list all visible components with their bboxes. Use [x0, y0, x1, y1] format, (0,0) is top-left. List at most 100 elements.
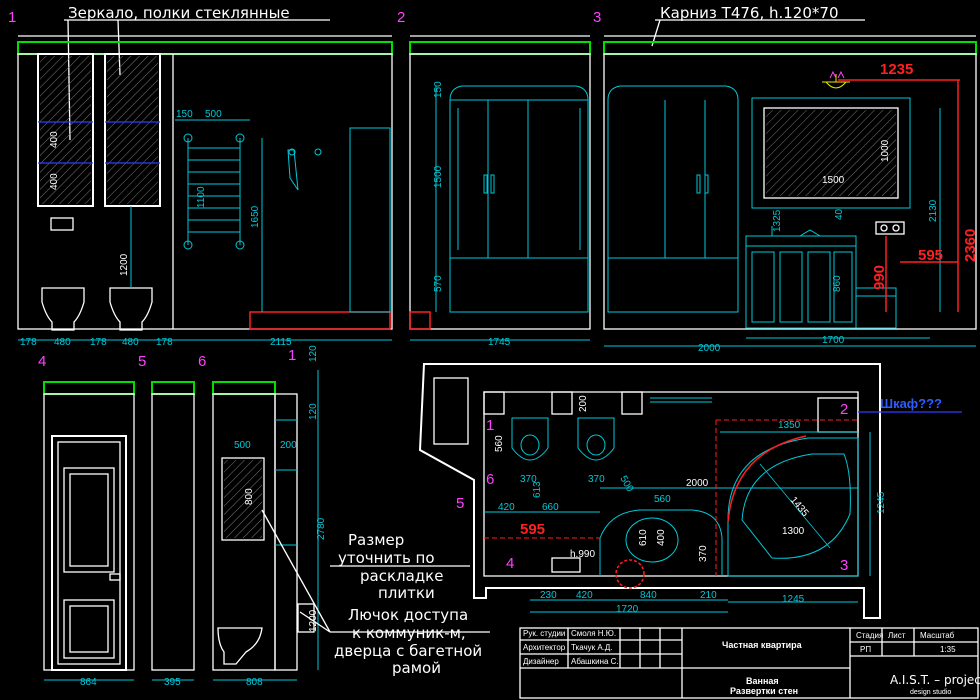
- cornice: [17, 41, 393, 55]
- dim-570: 570: [433, 275, 444, 292]
- elevation-2: 2 150 1500 570 1745: [397, 9, 591, 348]
- elevation-6-number: 6: [198, 353, 206, 370]
- dim-420-b: 420: [576, 590, 593, 601]
- socket-plan: [551, 557, 581, 573]
- niche: [274, 393, 298, 671]
- note-hatch-2: к коммуник-м,: [352, 624, 466, 642]
- corner-bath: [727, 437, 859, 577]
- dim-210: 210: [700, 590, 717, 601]
- wall-outline: [151, 393, 195, 671]
- note-wardrobe: Шкаф???: [880, 396, 942, 411]
- note-tile-size-1: Размер: [348, 531, 404, 549]
- elevation-6: 6 1 800 500 200 120 120 2780 1200 808: [198, 345, 490, 688]
- dim-500-diag: 500: [617, 474, 635, 494]
- dim-1245-v: 1245: [876, 491, 887, 514]
- dim-200-e6: 200: [280, 440, 297, 451]
- dim-230: 230: [540, 590, 557, 601]
- dim-178-a: 178: [20, 337, 37, 348]
- note-hatch-1: Лючок доступа: [348, 606, 468, 624]
- dim-2000-e3: 2000: [698, 343, 721, 354]
- plan-marker-2: 2: [840, 401, 848, 418]
- door-leaf: [51, 435, 127, 671]
- dim-800: 800: [244, 488, 255, 505]
- vanity-plan: [599, 509, 723, 576]
- dim-560-b: 560: [654, 494, 671, 505]
- tb-project: Частная квартира: [722, 640, 803, 650]
- dim-1745: 1745: [488, 337, 511, 348]
- dim-1350: 1350: [778, 420, 801, 431]
- dim-480-a: 480: [54, 337, 71, 348]
- dim-200-plan: 200: [578, 395, 589, 412]
- plan-marker-5: 5: [456, 495, 464, 512]
- note-tile-size-3: раскладке: [360, 567, 443, 585]
- towel-rail: [175, 119, 263, 312]
- dim-2115: 2115: [270, 337, 292, 348]
- dim-1000: 1000: [880, 139, 891, 162]
- dim-1300: 1300: [782, 526, 805, 537]
- tb-sheet-title: Развертки стен: [730, 686, 798, 696]
- dim-1500: 1500: [433, 165, 444, 188]
- dim-370-c: 370: [698, 545, 709, 562]
- dim-660: 660: [542, 502, 559, 513]
- dim-400-a: 400: [49, 131, 60, 148]
- dim-500-rail: 500: [205, 109, 222, 120]
- tb-scale-label: Масштаб: [920, 631, 955, 640]
- cabinet-plan: [817, 397, 859, 433]
- cornice: [603, 41, 977, 55]
- tb-role-2: Архитектор: [523, 643, 566, 652]
- dim-500-e6: 500: [234, 440, 251, 451]
- shower-cabin: [435, 85, 589, 313]
- dim-480-b: 480: [122, 337, 139, 348]
- wall-outline: [17, 53, 393, 330]
- dim-420-a: 420: [498, 502, 515, 513]
- cornice: [151, 381, 195, 395]
- dim-610: 610: [638, 529, 649, 546]
- dim-1500-mirror: 1500: [822, 175, 845, 186]
- floor-step: [249, 311, 391, 330]
- access-hatch: [297, 603, 315, 633]
- door-handle: [109, 573, 121, 581]
- dim-400-plan: 400: [656, 529, 667, 546]
- plan-marker-6: 6: [486, 471, 494, 488]
- mirror-cabinet-left: [37, 53, 94, 207]
- tb-role-1: Рук. студии: [523, 629, 565, 638]
- elevation-1: 1 Зеркало, полки стеклянные 400 400 1200: [8, 4, 393, 348]
- dim-613: 613: [532, 481, 543, 498]
- dim-1650: 1650: [250, 205, 261, 228]
- towel: [287, 149, 299, 191]
- plan-marker-1: 1: [486, 417, 494, 434]
- dim-1200: 1200: [119, 253, 130, 276]
- tb-name-2: Ткачук А.Д.: [571, 643, 613, 652]
- shower-cabin-side: [607, 85, 739, 313]
- vanity-unit: [745, 226, 897, 329]
- tb-name-3: Абашкина С.: [571, 657, 619, 666]
- dim-178-c: 178: [156, 337, 173, 348]
- mirror-cabinet-right: [104, 53, 161, 207]
- elevation-5-number: 5: [138, 353, 146, 370]
- elevation-3-number: 3: [593, 9, 601, 26]
- plan-marker-3: 3: [840, 557, 848, 574]
- elevation-1-ref: 1: [288, 347, 296, 364]
- note-hatch-3: дверца с багетной: [334, 642, 482, 660]
- elevation-3: 3 Карниз Т476, h.120*70 1500 1000 1235 2…: [593, 4, 979, 354]
- dim-595-plan: 595: [520, 521, 545, 538]
- dim-990: 990: [871, 265, 888, 290]
- tb-name-1: Смоля Н.Ю.: [571, 629, 616, 638]
- mirror: [763, 107, 899, 199]
- elevation-5: 5 395: [138, 353, 195, 688]
- dim-1325: 1325: [772, 209, 783, 232]
- note-tile-size-4: плитки: [378, 584, 435, 602]
- note-hatch-4: рамой: [392, 659, 441, 677]
- bath-curtain-rail: [727, 435, 807, 523]
- note-mirror-shelves: Зеркало, полки стеклянные: [68, 4, 290, 22]
- tb-room: Ванная: [746, 676, 779, 686]
- tb-scale: 1:35: [940, 645, 956, 654]
- dim-2360: 2360: [962, 229, 979, 262]
- dim-2000-plan: 2000: [686, 478, 709, 489]
- dim-1720: 1720: [616, 604, 639, 615]
- wall-lamp: [822, 74, 850, 89]
- cornice: [212, 381, 276, 395]
- height-990: h.990: [570, 549, 595, 560]
- studio-logo: A.I.S.T. – project: [890, 673, 980, 687]
